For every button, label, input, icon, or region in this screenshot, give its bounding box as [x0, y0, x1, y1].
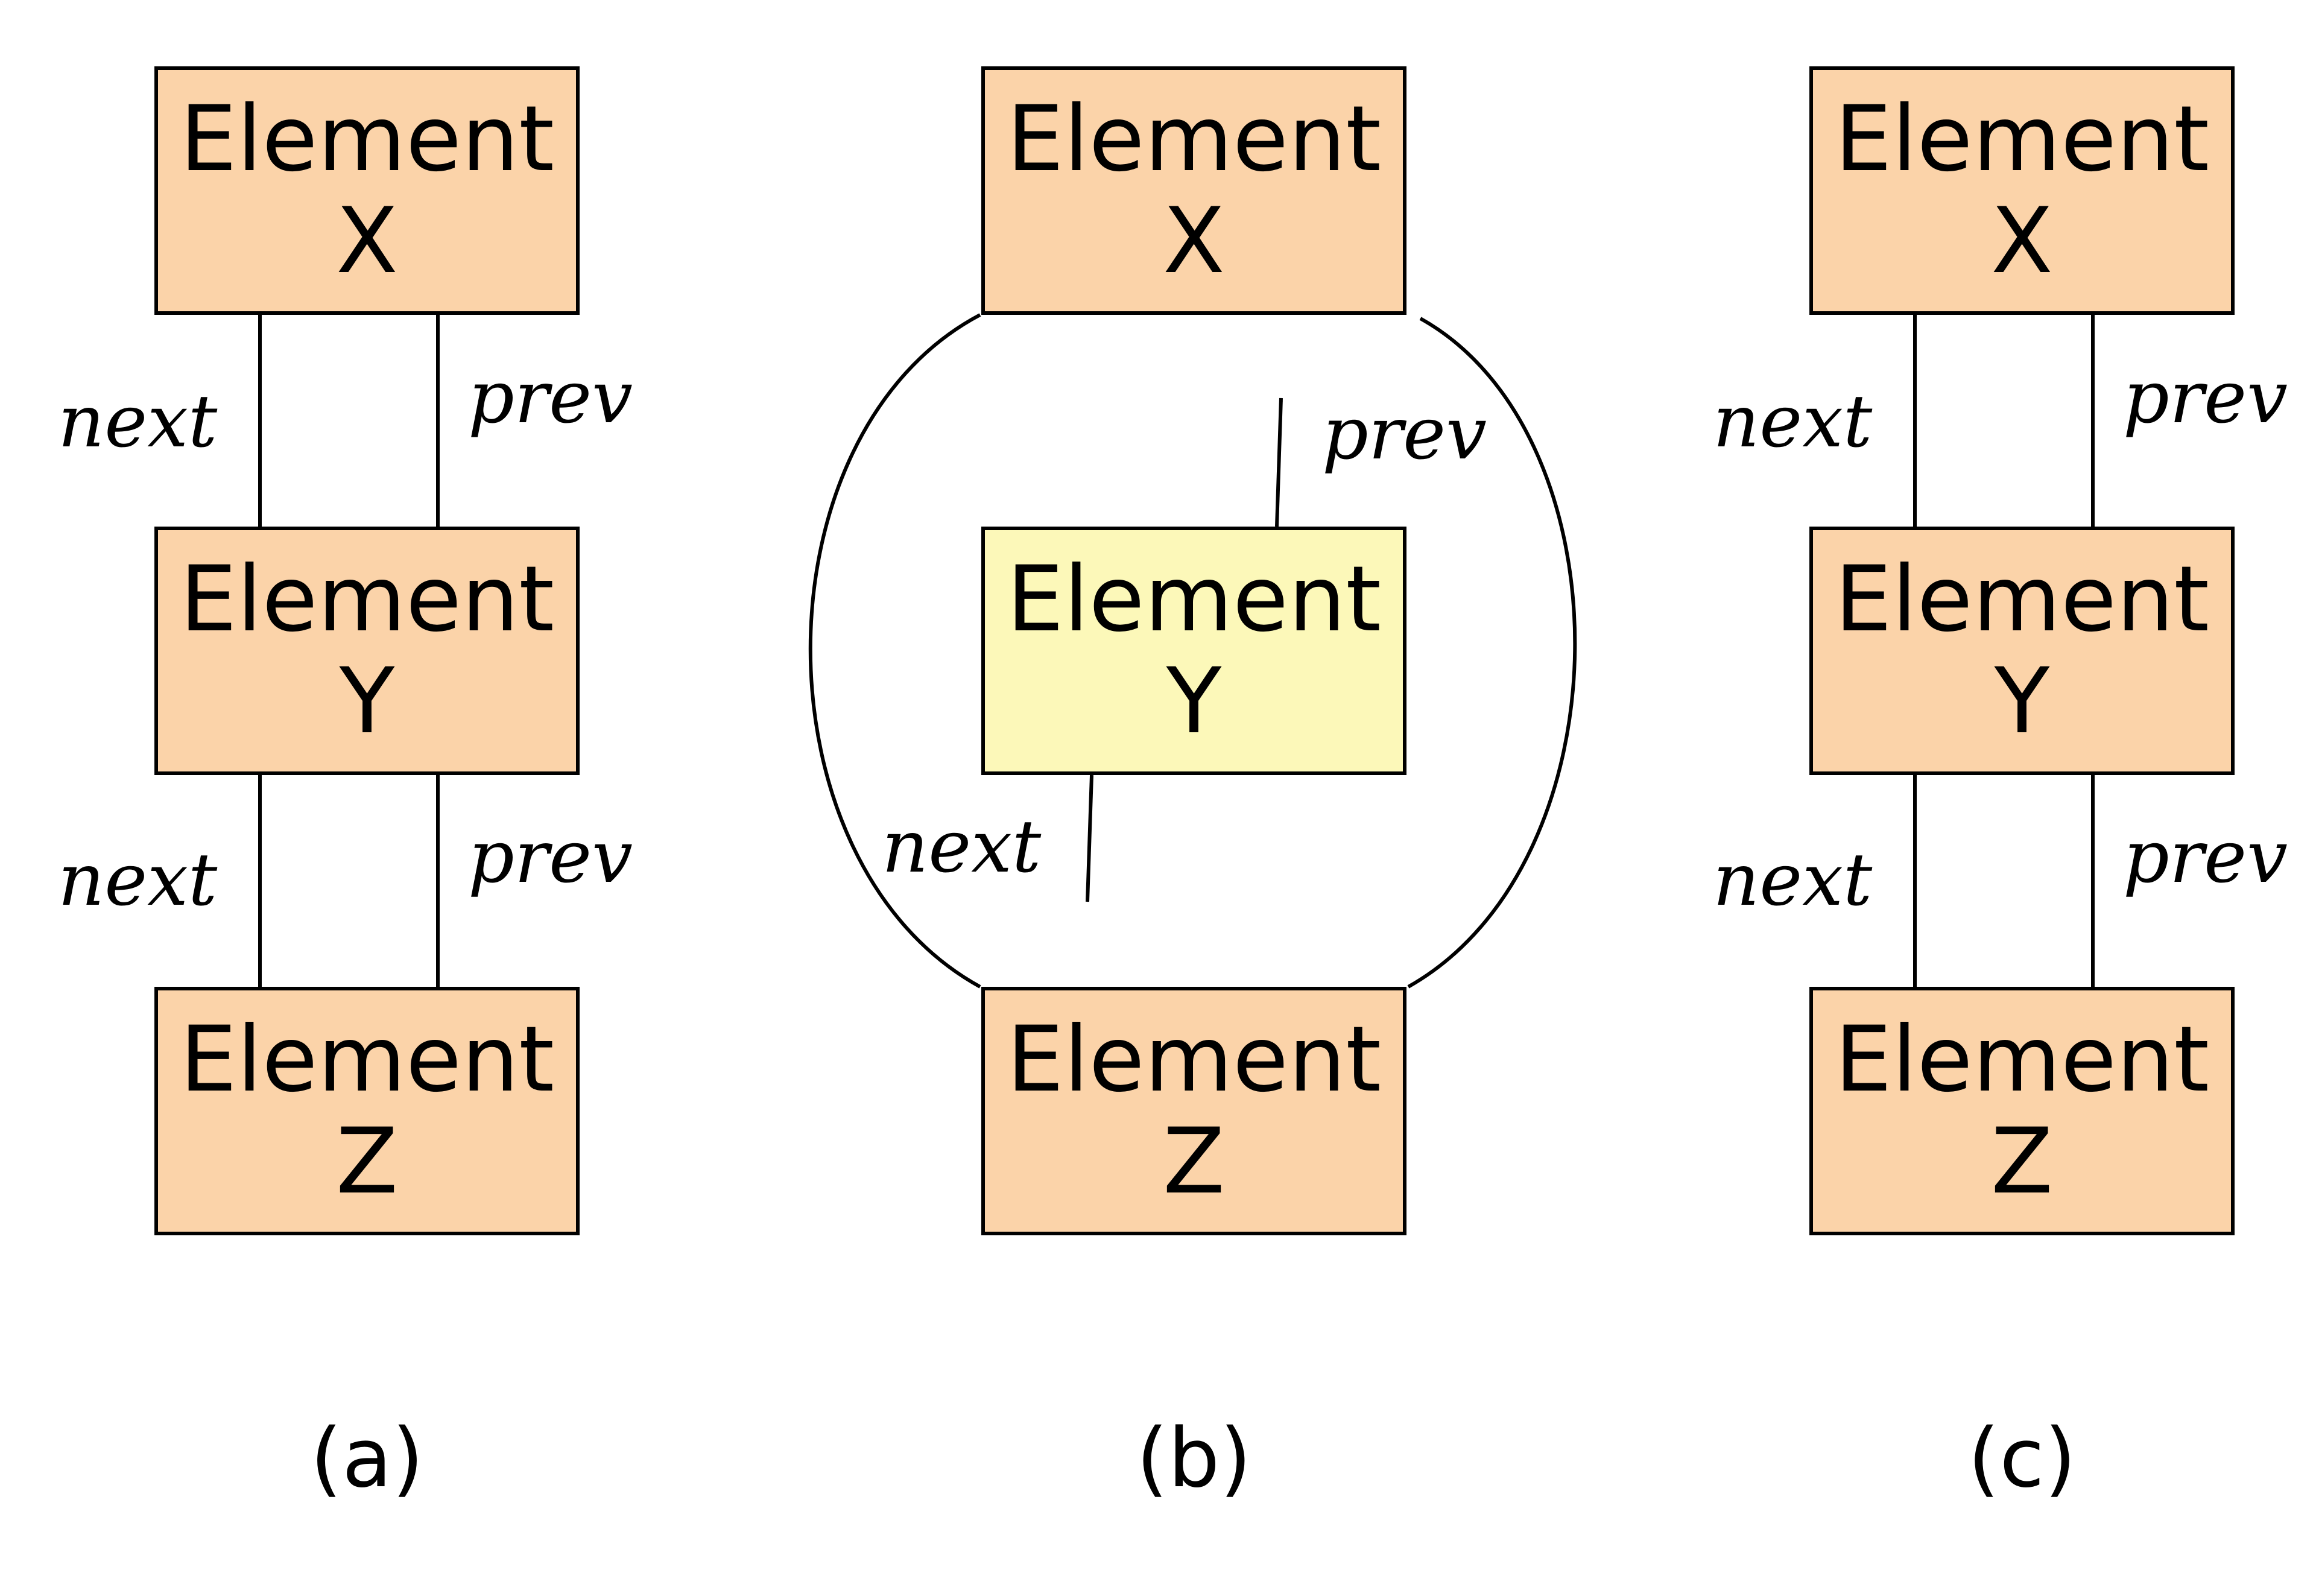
edge-label-next: next: [1713, 838, 1873, 922]
node-label-line2: Y: [1994, 649, 2050, 754]
node-label-line1: Element: [1834, 546, 2210, 652]
node-label-line1: Element: [179, 86, 555, 192]
edge-label-prev: prev: [1322, 392, 1487, 476]
panel-caption: (a): [310, 1411, 424, 1506]
edge-label-prev: prev: [2123, 815, 2288, 899]
edge-label-next: next: [58, 838, 218, 922]
edge-prev-arrow: [1275, 397, 1283, 527]
node-label-line2: X: [1991, 189, 2053, 294]
node-label-line2: Z: [1991, 1109, 2053, 1214]
edge-label-next: next: [1713, 380, 1873, 464]
node-label-line2: Y: [1166, 649, 1222, 754]
panel-caption: (b): [1136, 1411, 1252, 1506]
node-label-line1: Element: [1006, 1007, 1382, 1112]
node-label-line1: Element: [179, 1007, 555, 1112]
panel-caption: (c): [1967, 1411, 2077, 1506]
edge-label-prev: prev: [2123, 356, 2288, 440]
node-label-line1: Element: [1834, 86, 2210, 192]
edge-label-next: next: [58, 380, 218, 464]
node-label-line1: Element: [1834, 1007, 2210, 1112]
node-label-line1: Element: [1006, 546, 1382, 652]
edge-next-curve: [808, 313, 981, 989]
edge-label-prev: prev: [468, 356, 633, 440]
node-label-line2: Y: [339, 649, 395, 754]
node-label-line1: Element: [179, 546, 555, 652]
node-label-line2: X: [336, 189, 398, 294]
node-label-line2: Z: [1163, 1109, 1225, 1214]
edge-prev-curve: [1407, 317, 1577, 989]
node-label-line2: Z: [336, 1109, 398, 1214]
edge-next-arrow: [1086, 774, 1093, 902]
edge-label-next: next: [882, 805, 1042, 889]
node-label-line1: Element: [1006, 86, 1382, 192]
node-label-line2: X: [1163, 189, 1225, 294]
edge-label-prev: prev: [468, 815, 633, 899]
